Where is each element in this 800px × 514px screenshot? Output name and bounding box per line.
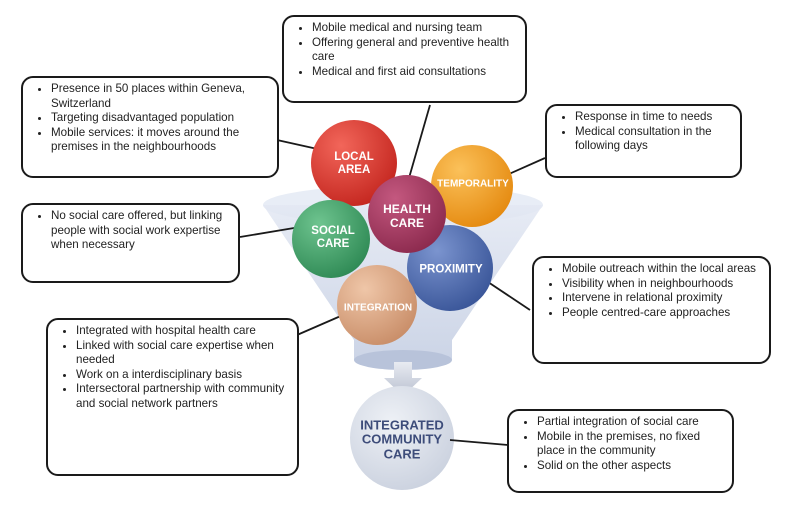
temporality-box: Response in time to needsMedical consult…: [545, 104, 742, 178]
health-care-ball: [368, 175, 446, 253]
local-area-label: LOCAL AREA: [334, 150, 374, 176]
temporality-label: TEMPORALITY: [437, 178, 509, 190]
bullet-list: Mobile medical and nursing teamOffering …: [294, 21, 517, 79]
connector-lines: [239, 104, 546, 446]
integrated-community-care-circle: [350, 386, 454, 490]
bullet-list: Response in time to needsMedical consult…: [557, 110, 732, 154]
bullet-item: Mobile services: it moves around the pre…: [51, 126, 269, 155]
bullet-item: Medical consultation in the following da…: [575, 125, 732, 154]
bullet-item: People centred-care approaches: [562, 306, 761, 321]
bullet-item: Visibility when in neighbourhoods: [562, 277, 761, 292]
integrated-community-care-label: INTEGRATED COMMUNITY CARE: [360, 417, 444, 462]
integration-box: Integrated with hospital health careLink…: [46, 318, 299, 476]
bullet-item: Solid on the other aspects: [537, 459, 724, 474]
proximity-label: PROXIMITY: [419, 263, 483, 276]
integration-ball: [337, 265, 417, 345]
bullet-list: Mobile outreach within the local areasVi…: [544, 262, 761, 320]
temporality-ball: [431, 145, 513, 227]
health-care-label: HEALTH CARE: [383, 202, 431, 230]
bullet-item: Integrated with hospital health care: [76, 324, 289, 339]
down-arrow-icon: [384, 362, 422, 396]
health-care-box: Mobile medical and nursing teamOffering …: [282, 15, 527, 103]
bullet-item: Medical and first aid consultations: [312, 65, 517, 80]
bullet-item: Mobile medical and nursing team: [312, 21, 517, 36]
bullet-list: No social care offered, but linking peop…: [33, 209, 230, 253]
bullet-item: No social care offered, but linking peop…: [51, 209, 230, 253]
bullet-item: Partial integration of social care: [537, 415, 724, 430]
bullet-list: Presence in 50 places within Geneva, Swi…: [33, 82, 269, 155]
bullet-list: Partial integration of social careMobile…: [519, 415, 724, 473]
social-care-box: No social care offered, but linking peop…: [21, 203, 240, 283]
bullet-item: Linked with social care expertise when n…: [76, 339, 289, 368]
bullet-item: Work on a interdisciplinary basis: [76, 368, 289, 383]
social-care-ball: [292, 200, 370, 278]
bullet-item: Offering general and preventive health c…: [312, 36, 517, 65]
final-box: Partial integration of social careMobile…: [507, 409, 734, 493]
proximity-box: Mobile outreach within the local areasVi…: [532, 256, 771, 364]
bullet-item: Targeting disadvantaged population: [51, 111, 269, 126]
bullet-item: Presence in 50 places within Geneva, Swi…: [51, 82, 269, 111]
integration-label: INTEGRATION: [343, 302, 413, 314]
bullet-item: Intervene in relational proximity: [562, 291, 761, 306]
local-area-ball: [311, 120, 397, 206]
bullet-item: Intersectoral partnership with community…: [76, 382, 289, 411]
bullet-item: Response in time to needs: [575, 110, 732, 125]
local-area-box: Presence in 50 places within Geneva, Swi…: [21, 76, 279, 178]
bullet-item: Mobile in the premises, no fixed place i…: [537, 430, 724, 459]
bullet-list: Integrated with hospital health careLink…: [58, 324, 289, 412]
bullet-item: Mobile outreach within the local areas: [562, 262, 761, 277]
social-care-label: SOCIAL CARE: [311, 224, 355, 250]
